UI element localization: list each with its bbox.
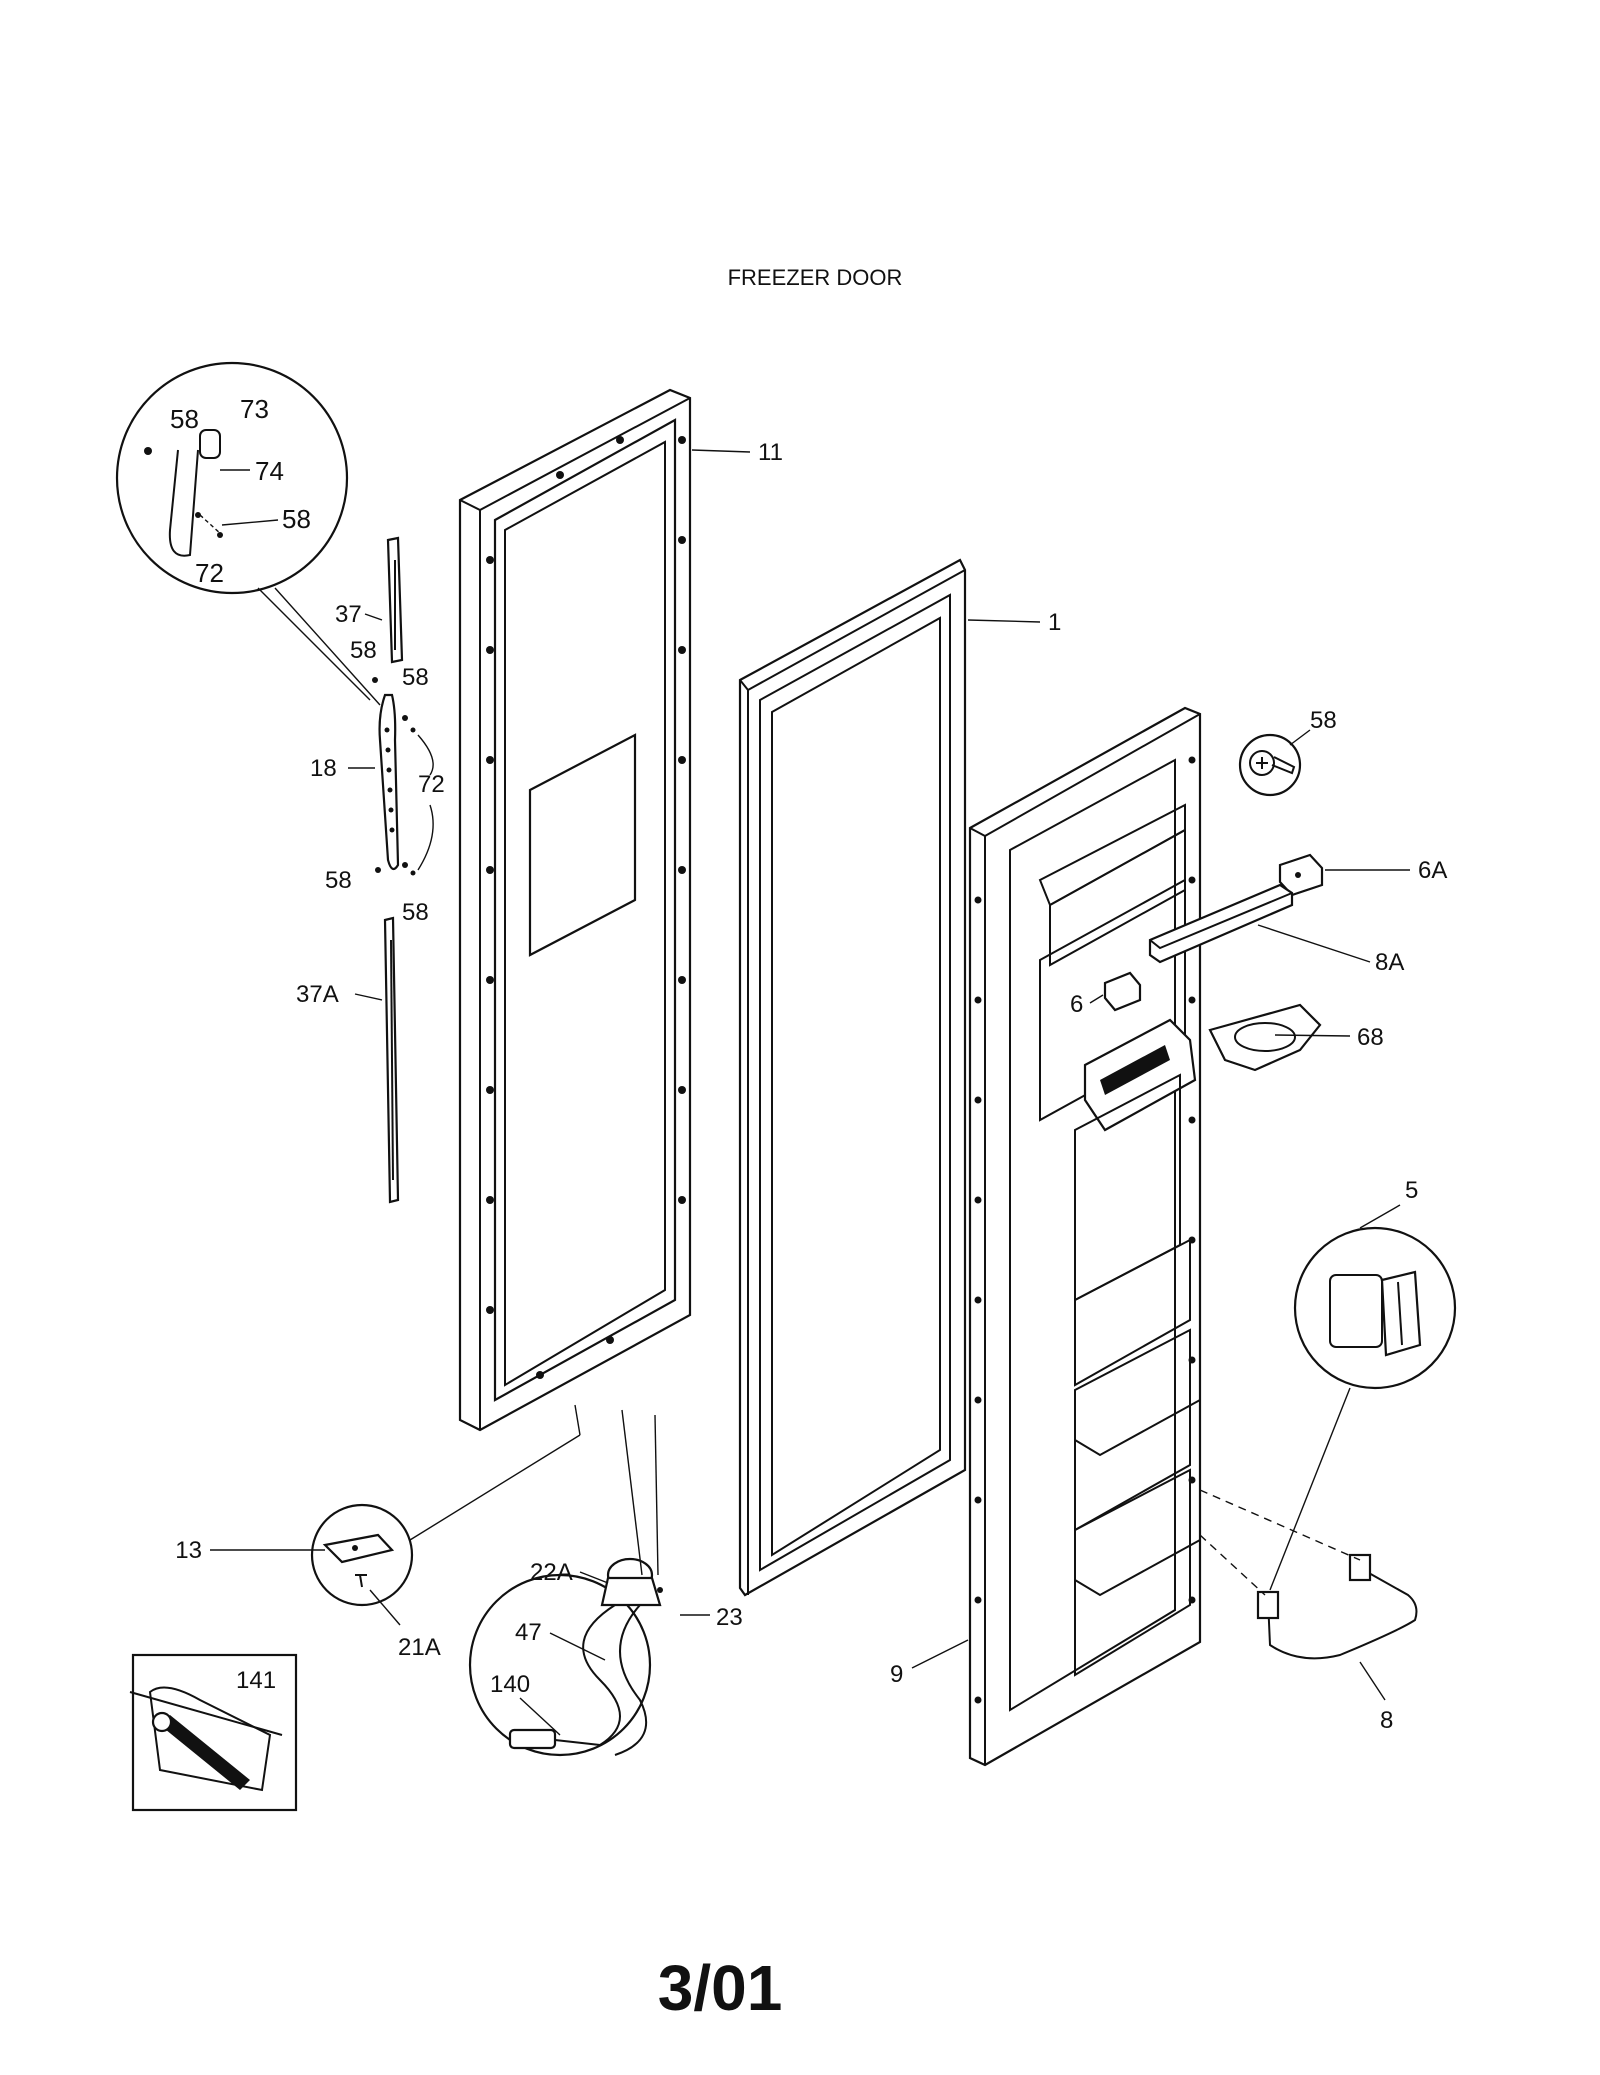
handle-fasteners [372, 677, 416, 876]
label-58-d: 58 [402, 899, 429, 926]
label-8A: 8A [1375, 949, 1404, 976]
label-37A: 37A [296, 981, 339, 1008]
footer-date: 3/01 [658, 1952, 783, 2024]
part-8A-rail [1148, 883, 1294, 964]
label-140: 140 [490, 1671, 530, 1698]
label-18: 18 [310, 755, 337, 782]
part-18-door-handle [378, 693, 400, 871]
detail-label-58-top: 58 [170, 404, 199, 434]
part-6A-bracket [1278, 853, 1324, 897]
label-58-b: 58 [402, 664, 429, 691]
label-141: 141 [236, 1667, 276, 1694]
label-5: 5 [1405, 1177, 1418, 1204]
part-5-clip-detail [1293, 1226, 1457, 1390]
part-13-hinge-detail [310, 1503, 414, 1607]
part-6-bracket [1103, 971, 1142, 1012]
label-13: 13 [175, 1537, 202, 1564]
screw-58-detail [1238, 733, 1302, 797]
part-22A-switch-detail [468, 1557, 663, 1757]
label-6: 6 [1070, 991, 1083, 1018]
detail-label-72: 72 [195, 558, 224, 588]
part-1-gasket [738, 558, 967, 1597]
part-37-handle-trim [386, 536, 404, 664]
part-11-door-panel [458, 388, 692, 1432]
label-58-c: 58 [325, 867, 352, 894]
label-72-mid: 72 [418, 771, 445, 798]
label-6A: 6A [1418, 857, 1447, 884]
part-9-door-liner [968, 706, 1202, 1767]
detail-label-58-mid: 58 [282, 504, 311, 534]
part-8-bin-bar [1256, 1553, 1418, 1660]
label-9: 9 [890, 1661, 903, 1688]
handle-mount-detail [115, 361, 349, 595]
label-1: 1 [1048, 609, 1061, 636]
label-22A: 22A [530, 1559, 573, 1586]
diagram-title: FREEZER DOOR [728, 265, 903, 290]
part-37A-handle-trim [383, 916, 400, 1204]
label-11: 11 [758, 439, 783, 466]
detail-label-74: 74 [255, 456, 284, 486]
label-58-a: 58 [350, 637, 377, 664]
label-68: 68 [1357, 1024, 1384, 1051]
label-21A: 21A [398, 1634, 441, 1661]
detail-label-73: 73 [240, 394, 269, 424]
label-47: 47 [515, 1619, 542, 1646]
label-37: 37 [335, 601, 362, 628]
part-141-tool-kit [129, 1653, 298, 1812]
label-58-screw: 58 [1310, 707, 1337, 734]
label-23: 23 [716, 1604, 743, 1631]
part-68-dispenser-paddle [1208, 1003, 1322, 1072]
label-8: 8 [1380, 1707, 1393, 1734]
